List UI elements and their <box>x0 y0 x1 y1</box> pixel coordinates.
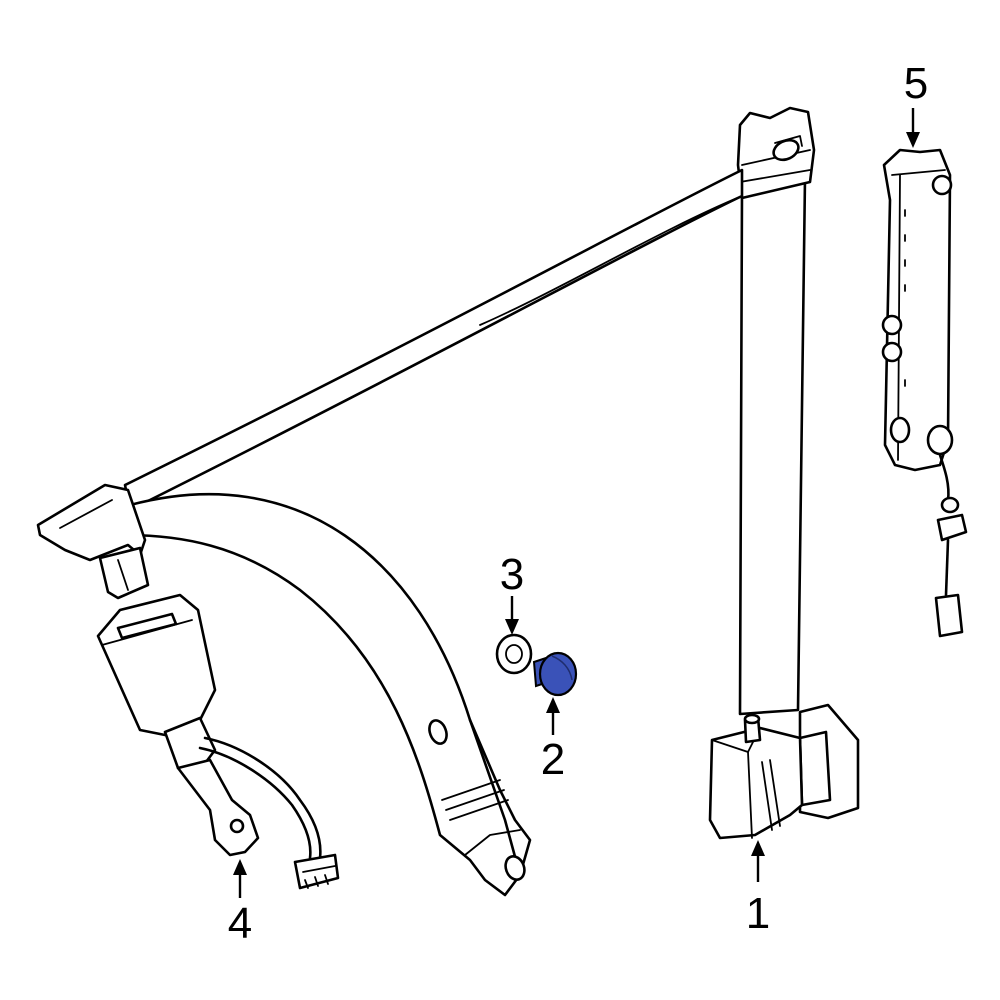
shoulder-belt <box>123 168 744 512</box>
callout-arrow-2 <box>546 697 560 735</box>
bolt-highlighted <box>532 651 578 697</box>
anchor-plate <box>36 483 150 600</box>
callout-arrow-5 <box>906 108 920 148</box>
retractor-webbing <box>738 176 807 716</box>
callout-label-5: 5 <box>903 59 929 108</box>
callout-label-4: 4 <box>227 899 253 948</box>
callout-arrow-4 <box>233 859 247 898</box>
callout-label-3: 3 <box>499 550 525 599</box>
callout-label-1: 1 <box>745 889 771 938</box>
upper-guide <box>736 106 816 200</box>
washer <box>495 633 533 675</box>
height-adjuster <box>881 148 968 638</box>
callout-arrow-3 <box>505 596 519 635</box>
callout-label-2: 2 <box>540 735 566 784</box>
callout-arrow-1 <box>751 840 765 882</box>
buckle-assembly <box>96 593 340 890</box>
retractor-housing <box>708 703 860 840</box>
lap-belt <box>123 492 532 897</box>
